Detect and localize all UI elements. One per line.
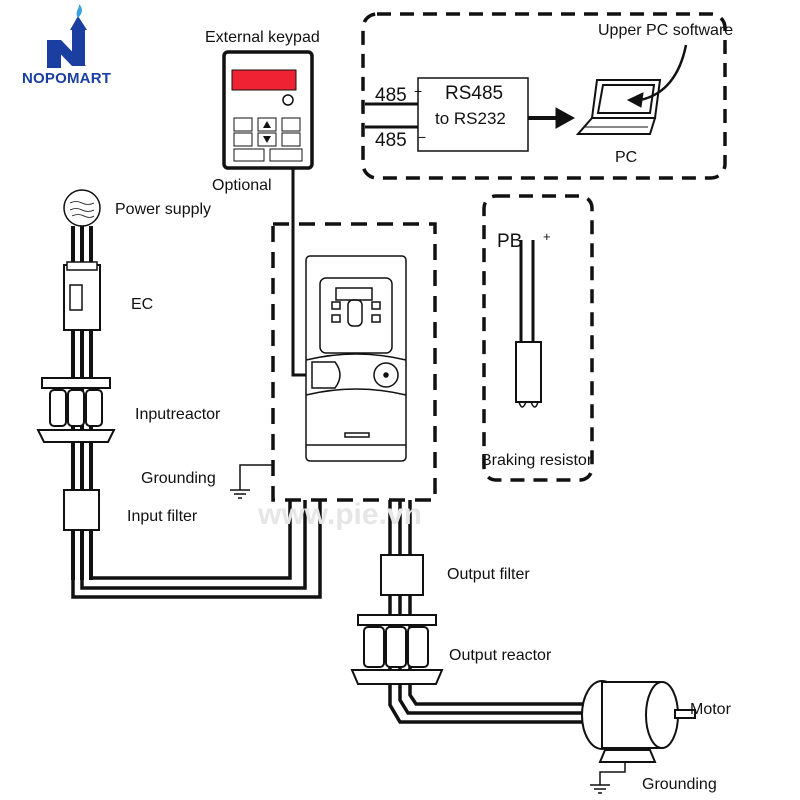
input-filter-label: Input filter bbox=[127, 508, 198, 525]
input-reactor bbox=[36, 377, 116, 443]
laptop-icon bbox=[575, 79, 662, 135]
output-reactor bbox=[350, 614, 444, 685]
motor-label: Motor bbox=[690, 701, 731, 718]
upper-pc-software-label: Upper PC software bbox=[598, 22, 734, 39]
braking-resistor-label: Braking resistor bbox=[481, 452, 593, 469]
grounding-input-label: Grounding bbox=[141, 470, 216, 487]
output-reactor-label: Output reactor bbox=[449, 647, 552, 664]
input-filter bbox=[63, 489, 100, 531]
logo-text: NOPOMART bbox=[22, 70, 112, 87]
rs485-plus-label: 485 bbox=[375, 85, 407, 106]
rs485-converter bbox=[417, 77, 529, 152]
pc-label: PC bbox=[615, 149, 638, 166]
external-keypad-label: External keypad bbox=[205, 29, 320, 46]
ec-breaker bbox=[63, 261, 101, 331]
motor-icon bbox=[581, 680, 696, 763]
pc-connection-boundary bbox=[361, 12, 727, 180]
converter-line1: RS485 bbox=[445, 83, 504, 104]
grounding-motor-label: Grounding bbox=[642, 776, 717, 793]
power-supply-icon bbox=[63, 189, 101, 227]
output-filter-label: Output filter bbox=[447, 566, 530, 583]
optional-label: Optional bbox=[212, 177, 272, 194]
braking-resistor bbox=[515, 341, 542, 403]
output-filter bbox=[380, 554, 424, 596]
inverter-drive bbox=[305, 255, 407, 462]
ec-label: EC bbox=[131, 296, 154, 313]
minus-sign: − bbox=[418, 129, 427, 145]
pb-label: PB bbox=[497, 231, 523, 252]
rs485-minus-label: 485 bbox=[375, 130, 407, 151]
power-supply-label: Power supply bbox=[115, 201, 212, 218]
nopomart-logo bbox=[47, 4, 87, 68]
watermark: www.pie.vn bbox=[258, 498, 422, 531]
inverter-boundary bbox=[271, 222, 437, 502]
external-keypad bbox=[222, 50, 314, 170]
plus-sign: + bbox=[414, 83, 423, 99]
converter-line2: to RS232 bbox=[435, 109, 506, 128]
input-reactor-label: Inputreactor bbox=[135, 406, 221, 423]
pb-plus-label: + bbox=[543, 229, 551, 244]
braking-resistor-boundary bbox=[482, 194, 594, 482]
